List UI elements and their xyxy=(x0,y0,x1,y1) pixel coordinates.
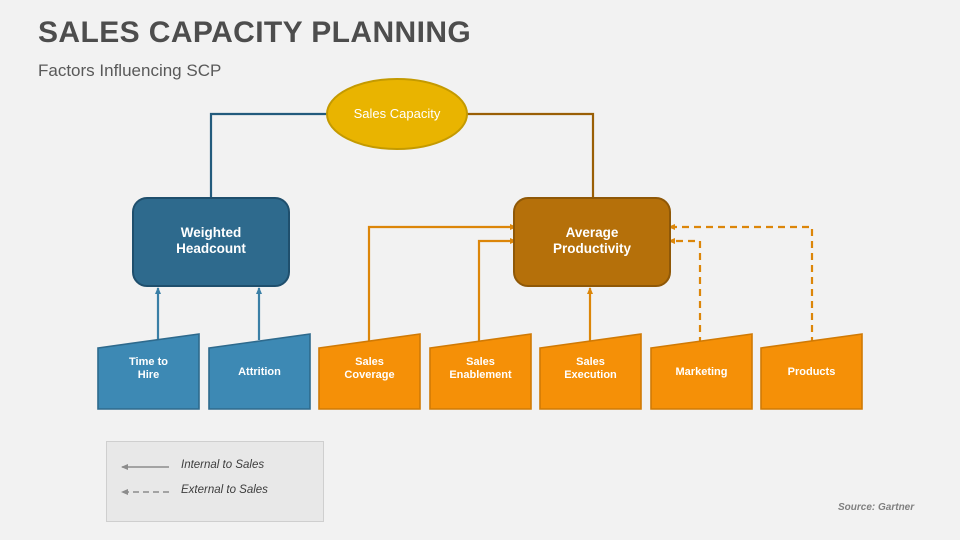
legend-label-external: External to Sales xyxy=(181,484,268,496)
node-driver-sales-coverage[interactable] xyxy=(318,333,421,410)
node-driver-products[interactable] xyxy=(760,333,863,410)
connector-sales-coverage-to-productivity xyxy=(367,224,517,344)
node-driver-sales-enablement[interactable] xyxy=(429,333,532,410)
legend-dashed-arrow-icon xyxy=(121,489,169,495)
legend-item-internal: Internal to Sales xyxy=(107,457,323,479)
node-driver-sales-execution[interactable] xyxy=(539,333,642,410)
source-attribution: Source: Gartner xyxy=(838,502,915,513)
page-title: SALES CAPACITY PLANNING xyxy=(38,16,472,49)
node-driver-time-to-hire[interactable] xyxy=(97,333,200,410)
node-average-productivity[interactable] xyxy=(513,197,671,287)
connector-products-to-productivity xyxy=(668,224,814,344)
connector-marketing-to-productivity xyxy=(668,238,702,344)
legend-item-external: External to Sales xyxy=(107,482,323,504)
node-driver-marketing[interactable] xyxy=(650,333,753,410)
node-weighted-headcount[interactable] xyxy=(132,197,290,287)
legend-label-internal: Internal to Sales xyxy=(181,459,265,471)
node-driver-attrition[interactable] xyxy=(208,333,311,410)
connector-sales-enablement-to-productivity xyxy=(477,238,517,344)
legend-solid-arrow-icon xyxy=(121,464,169,470)
node-sales-capacity[interactable] xyxy=(326,78,468,150)
page-subtitle: Factors Influencing SCP xyxy=(38,61,222,80)
legend: Internal to Sales External to Sales xyxy=(106,441,324,522)
